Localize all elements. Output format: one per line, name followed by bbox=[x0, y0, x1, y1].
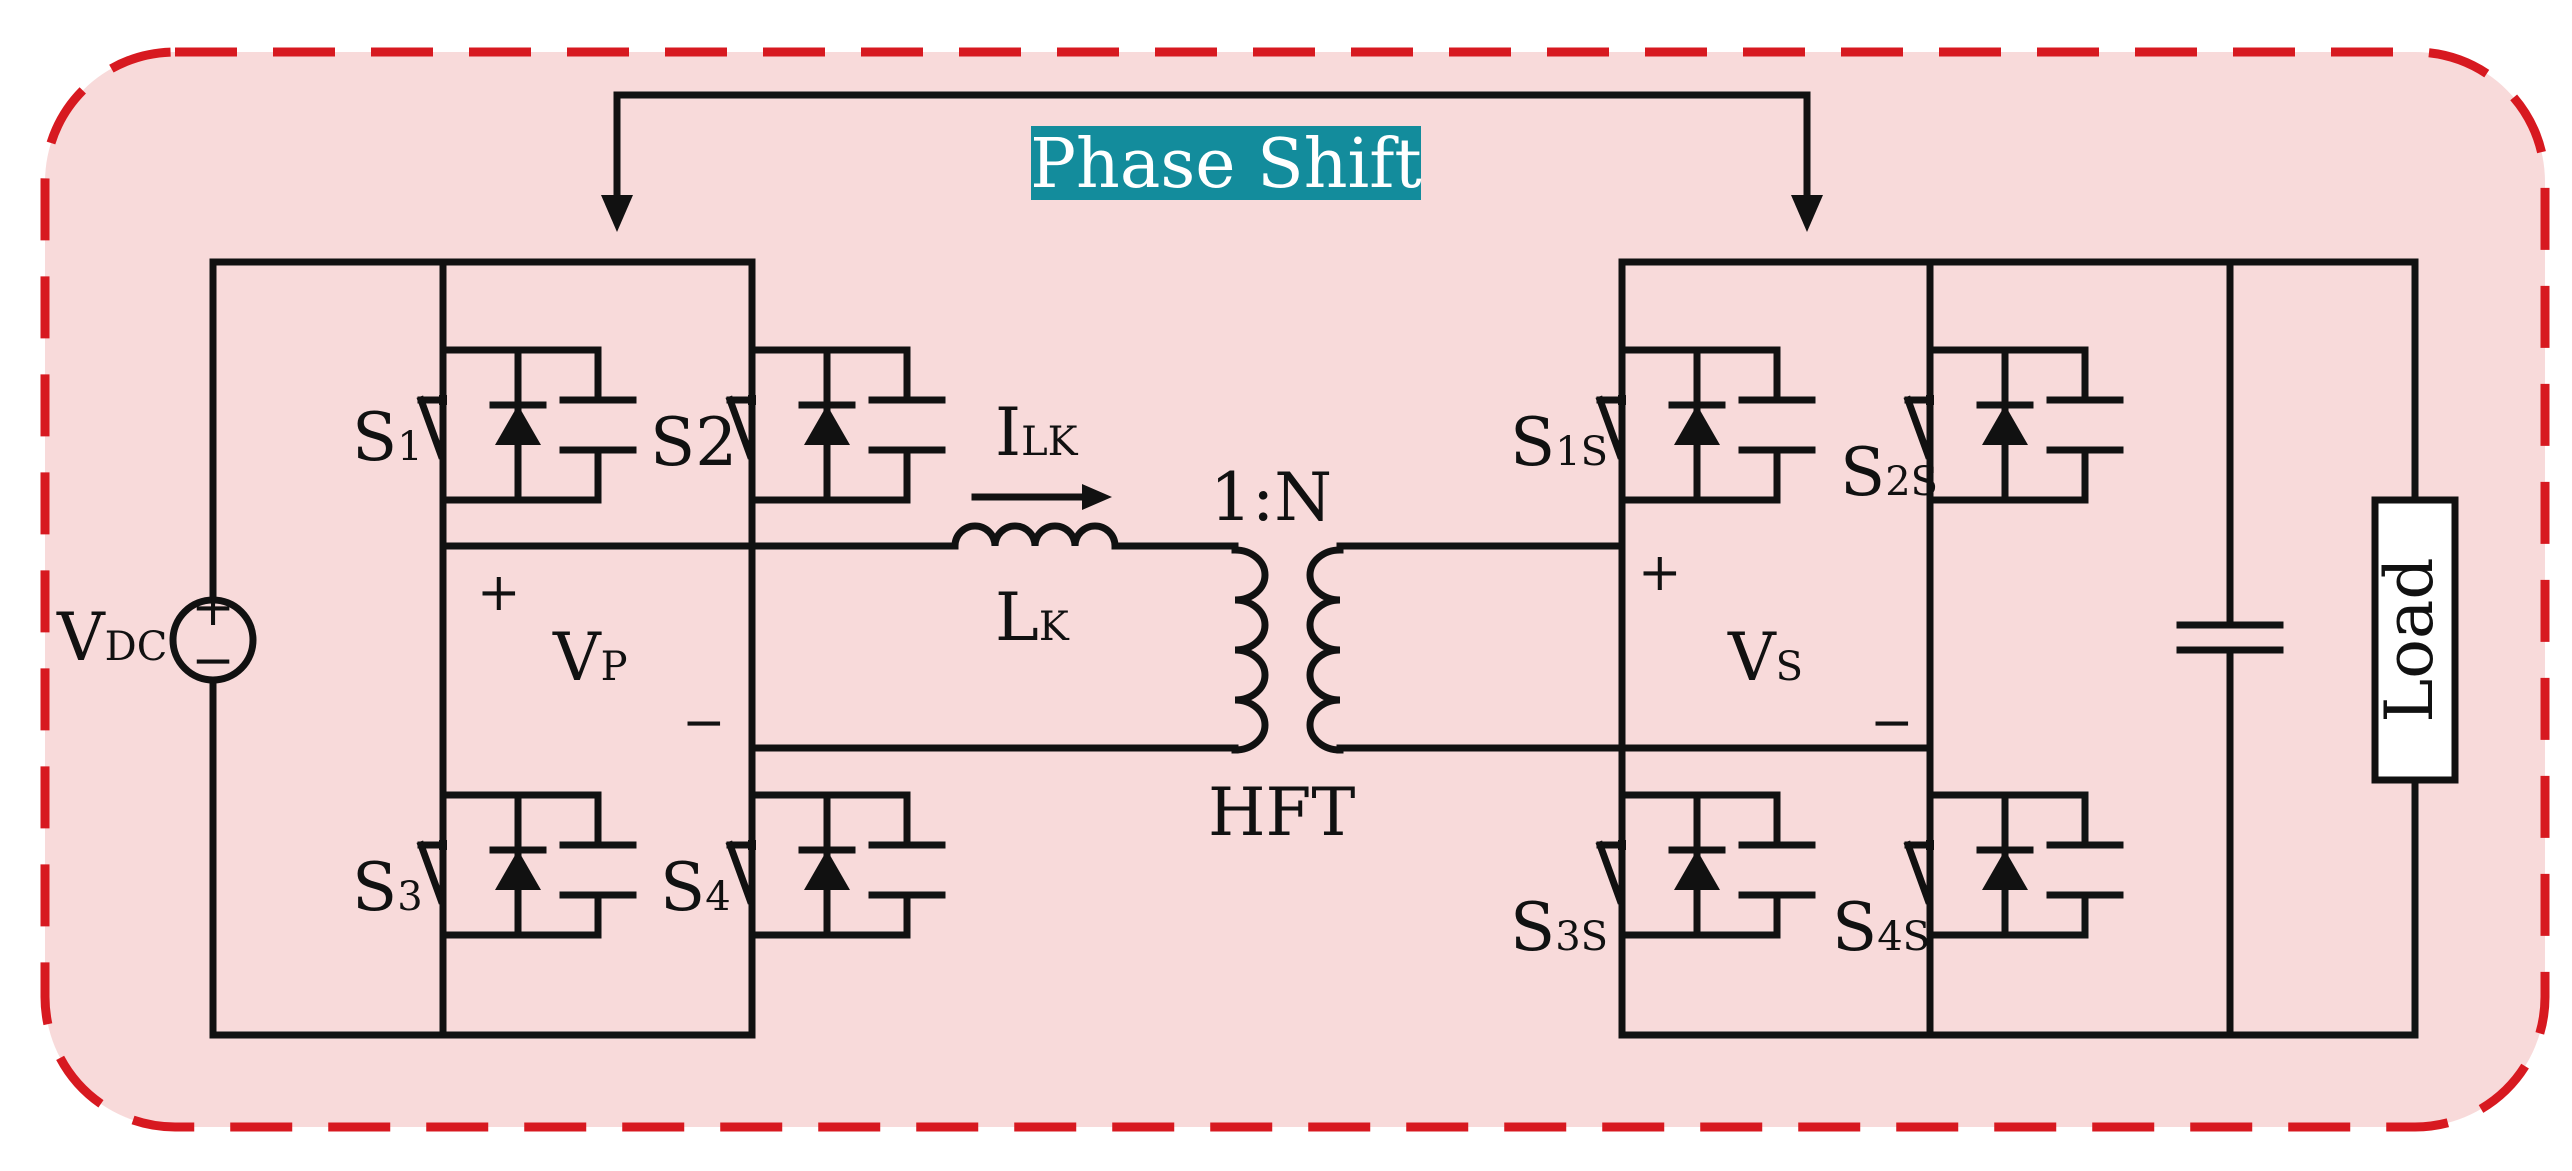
vp-minus-sign: − bbox=[682, 693, 726, 753]
vp-label: VP bbox=[552, 619, 628, 696]
switch-cell-s3 bbox=[416, 789, 637, 939]
switch-label-s2: S2 bbox=[650, 404, 737, 481]
turns-ratio-label: 1:N bbox=[1210, 459, 1332, 536]
source-plus-sign: + bbox=[191, 578, 235, 638]
source-minus-sign: − bbox=[191, 631, 235, 691]
switch-label-s4: S4 bbox=[660, 849, 731, 926]
vp-plus-sign: + bbox=[477, 563, 521, 623]
current-arrow bbox=[971, 484, 1112, 510]
switch-label-s4s: S4S bbox=[1832, 889, 1930, 966]
phase-shift-arrow bbox=[601, 91, 1823, 232]
dc-link-capacitor bbox=[2176, 258, 2284, 1039]
current-label: ILK bbox=[995, 394, 1079, 471]
switch-label-s1: S1 bbox=[352, 399, 423, 476]
load-box bbox=[2371, 496, 2459, 784]
vs-plus-sign: + bbox=[1638, 543, 1682, 603]
vs-label: VS bbox=[1727, 619, 1803, 696]
switch-cell-s2s bbox=[1903, 344, 2124, 504]
switch-cell-s1 bbox=[416, 344, 637, 504]
transformer-label: HFT bbox=[1208, 774, 1355, 851]
leakage-inductor bbox=[951, 522, 1219, 550]
source-label: VDC bbox=[56, 599, 167, 676]
switch-label-s3s: S3S bbox=[1510, 889, 1608, 966]
system-panel bbox=[40, 47, 2550, 1132]
switch-label-s1s: S1S bbox=[1510, 404, 1608, 481]
switch-label-s3: S3 bbox=[352, 849, 423, 926]
switch-cell-s1s bbox=[1595, 344, 1816, 504]
switch-cell-s4 bbox=[725, 789, 946, 939]
phase-shift-label: Phase Shift bbox=[1030, 125, 1421, 204]
transformer-windings bbox=[1211, 542, 1626, 754]
inductor-label: LK bbox=[995, 579, 1070, 656]
phase-shift-badge bbox=[1031, 126, 1421, 200]
dc-voltage-source bbox=[169, 596, 257, 684]
vs-minus-sign: − bbox=[1870, 693, 1914, 753]
switch-label-s2s: S2S bbox=[1840, 434, 1938, 511]
switch-cell-s2 bbox=[725, 344, 946, 504]
load-label: Load bbox=[2371, 557, 2448, 722]
switch-cell-s4s bbox=[1903, 789, 2124, 939]
switch-cell-s3s bbox=[1595, 789, 1816, 939]
